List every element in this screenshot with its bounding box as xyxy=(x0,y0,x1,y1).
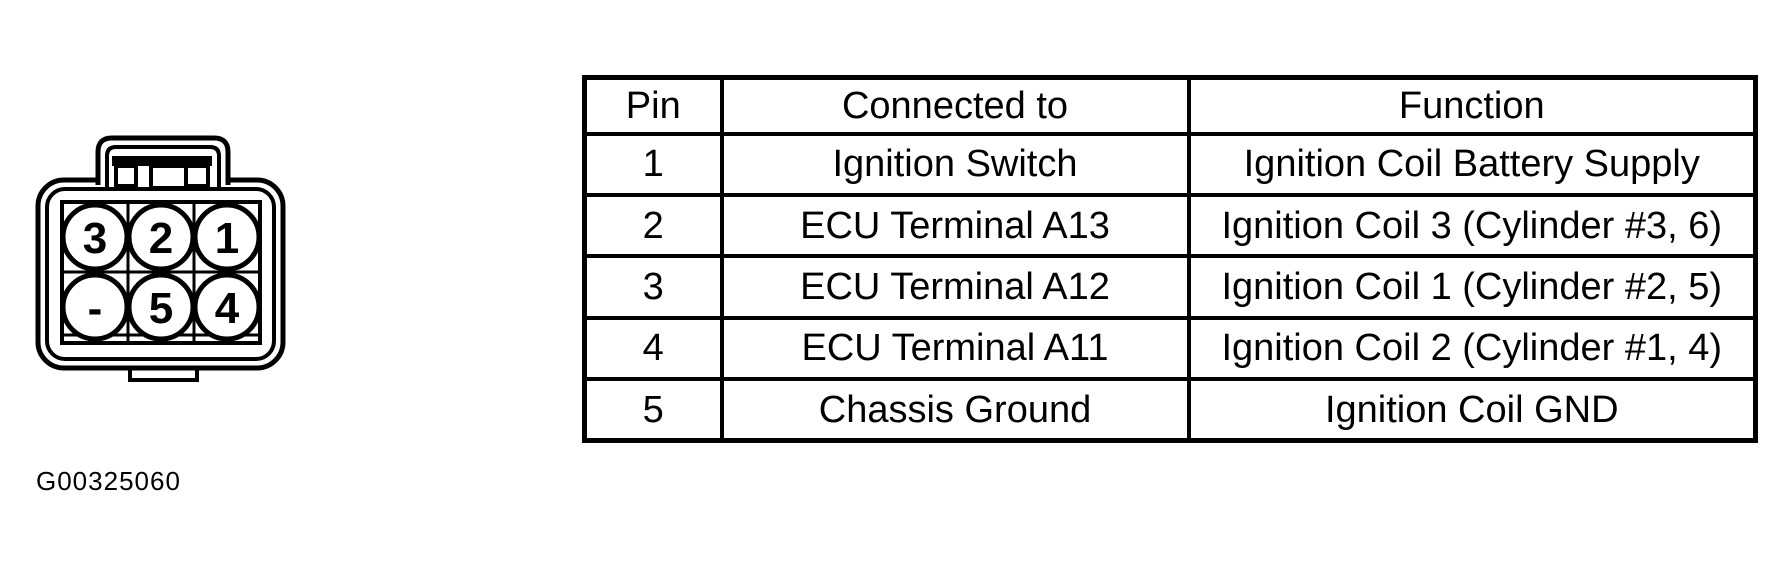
table-row: 3 ECU Terminal A12 Ignition Coil 1 (Cyli… xyxy=(582,254,1758,320)
cell-connected-to: ECU Terminal A12 xyxy=(719,254,1191,320)
table-row: 1 Ignition Switch Ignition Coil Battery … xyxy=(582,131,1758,197)
cell-pin: 1 xyxy=(582,131,724,197)
table-row: 5 Chassis Ground Ignition Coil GND xyxy=(582,377,1758,443)
connector-body-inner-outline xyxy=(45,187,276,361)
pin-label: 3 xyxy=(83,214,107,263)
table-header-row: Pin Connected to Function xyxy=(582,75,1758,136)
figure-code: G00325060 xyxy=(36,466,181,496)
pin-label: 5 xyxy=(149,284,173,333)
pinout-table: Pin Connected to Function 1 Ignition Swi… xyxy=(582,75,1758,443)
table-row: 2 ECU Terminal A13 Ignition Coil 3 (Cyli… xyxy=(582,192,1758,259)
connector-diagram: 3 2 1 - 5 4 xyxy=(35,135,286,382)
column-header-pin: Pin xyxy=(582,75,724,136)
connector-key-rib xyxy=(112,156,212,190)
pin-label: 2 xyxy=(149,214,173,263)
cell-connected-to: ECU Terminal A11 xyxy=(719,315,1191,382)
pin-cavity-4 xyxy=(192,272,262,342)
cell-function: Ignition Coil 3 (Cylinder #3, 6) xyxy=(1186,192,1758,259)
cell-connected-to: Ignition Switch xyxy=(719,131,1191,197)
cell-function: Ignition Coil Battery Supply xyxy=(1186,131,1758,197)
cell-pin: 3 xyxy=(582,254,724,320)
cell-connected-to: ECU Terminal A13 xyxy=(719,192,1191,259)
column-header-connected-to: Connected to xyxy=(719,75,1191,136)
pin-cavity-1 xyxy=(192,202,262,272)
pin-label: - xyxy=(88,284,103,333)
cell-pin: 4 xyxy=(582,315,724,382)
pin-label: 4 xyxy=(215,284,240,333)
cell-function: Ignition Coil 2 (Cylinder #1, 4) xyxy=(1186,315,1758,382)
column-header-function: Function xyxy=(1186,75,1758,136)
cell-function: Ignition Coil GND xyxy=(1186,377,1758,443)
connector-top-tab-inner xyxy=(105,145,221,188)
cell-pin: 2 xyxy=(582,192,724,259)
cell-function: Ignition Coil 1 (Cylinder #2, 5) xyxy=(1186,254,1758,320)
pin-label: 1 xyxy=(215,214,239,263)
cell-pin: 5 xyxy=(582,377,724,443)
table-row: 4 ECU Terminal A11 Ignition Coil 2 (Cyli… xyxy=(582,315,1758,382)
connector-pins: 3 2 1 - 5 4 xyxy=(60,202,262,342)
cell-connected-to: Chassis Ground xyxy=(719,377,1191,443)
